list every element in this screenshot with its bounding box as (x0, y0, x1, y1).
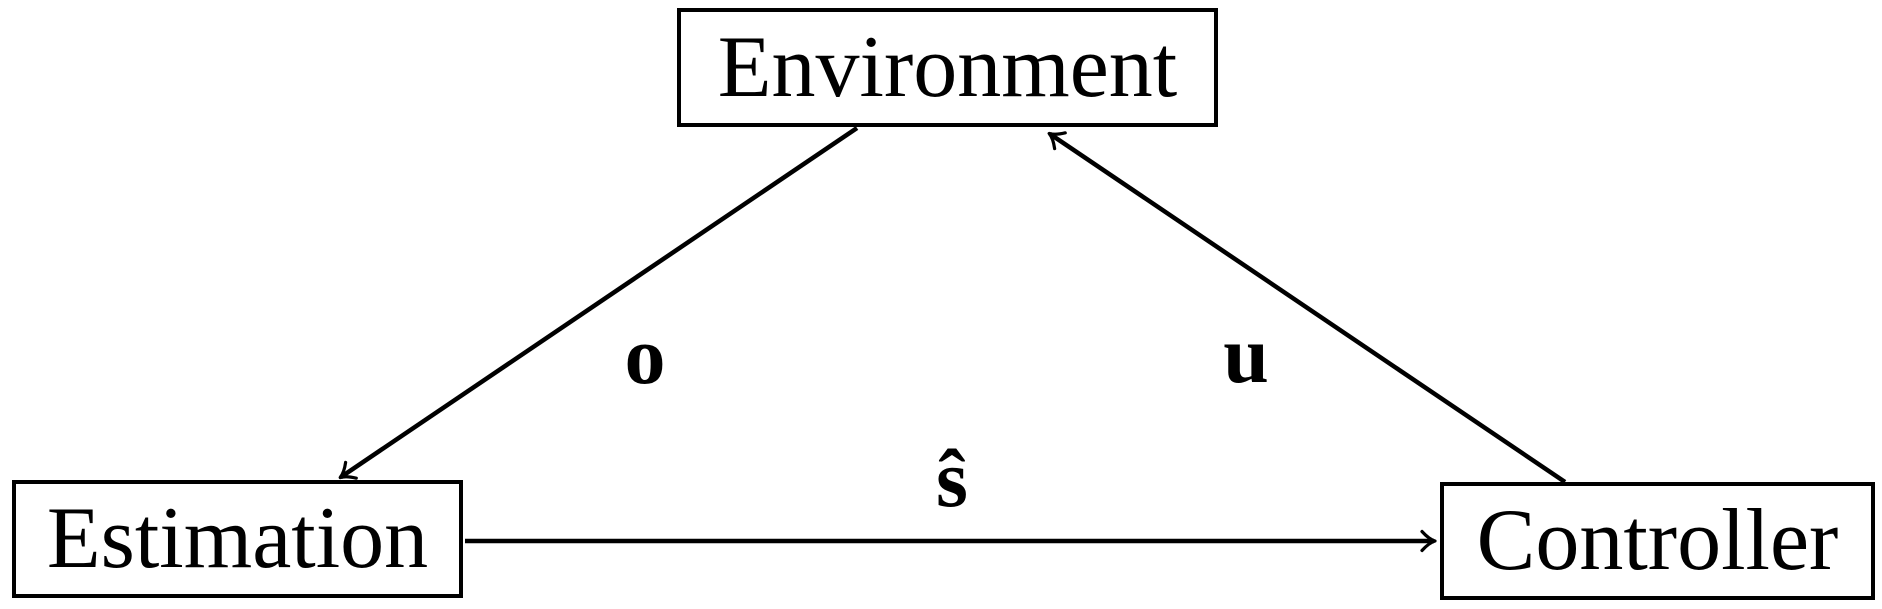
edge-label-control-input: u (1223, 309, 1269, 400)
edge-label-state-estimate: ŝ (936, 433, 968, 524)
node-controller: Controller (1440, 482, 1875, 600)
edge-label-observation: o (624, 310, 666, 401)
edge-controller-to-environment-arrow (1047, 131, 1567, 484)
edge-environment-to-estimation-arrow (338, 126, 859, 480)
node-environment-label: Environment (717, 18, 1178, 116)
node-controller-label: Controller (1476, 492, 1839, 589)
node-estimation-label: Estimation (46, 490, 429, 587)
node-environment: Environment (677, 8, 1218, 127)
node-estimation: Estimation (12, 480, 463, 598)
